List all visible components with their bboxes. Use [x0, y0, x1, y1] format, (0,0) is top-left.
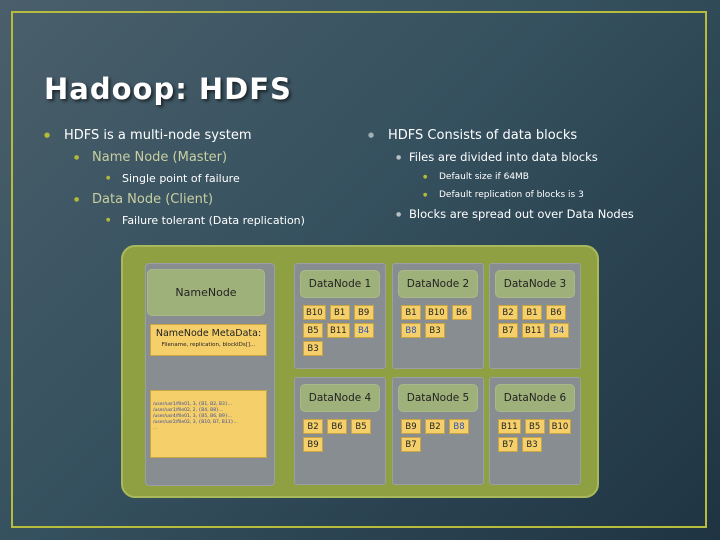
slide-title: Hadoop: HDFS — [44, 72, 292, 106]
file-entry: /user/usr2/file02, 3, {B10, B7, B11}... — [153, 420, 238, 425]
data-block-b7: B7 — [401, 437, 421, 452]
file-entry-more: ... — [153, 426, 158, 431]
data-block-b9: B9 — [401, 419, 421, 434]
data-block-b10: B10 — [548, 419, 572, 434]
slide-frame — [11, 11, 707, 528]
file-entry: /user/usr1/file01, 3, {B1, B2, B3}... — [153, 402, 233, 407]
bullet-item: HDFS is a multi-node system — [44, 124, 354, 147]
data-block-b3: B3 — [522, 437, 542, 452]
datanode-label: DataNode 1 — [300, 270, 380, 298]
data-block-b3: B3 — [303, 341, 323, 356]
data-block-b10: B10 — [303, 305, 326, 320]
data-block-b6: B6 — [451, 305, 472, 320]
data-block-b4: B4 — [353, 323, 374, 338]
data-block-b7: B7 — [498, 323, 518, 338]
metadata-files-box: /user/usr1/file01, 3, {B1, B2, B3}... /u… — [150, 390, 267, 458]
data-block-b1: B1 — [522, 305, 542, 320]
datanode-label: DataNode 2 — [398, 270, 478, 298]
data-block-b10: B10 — [425, 305, 448, 320]
bullet-item: Default replication of blocks is 3 — [368, 186, 688, 204]
bullet-item: Blocks are spread out over Data Nodes — [368, 204, 688, 225]
metadata-subtitle: Filename, replication, blockIDs[]... — [161, 342, 256, 348]
datanode-label: DataNode 5 — [398, 384, 478, 412]
bullet-item: Name Node (Master) — [44, 147, 354, 168]
data-block-b9: B9 — [303, 437, 323, 452]
bullet-item: Files are divided into data blocks — [368, 147, 688, 168]
file-entry: /user/usr4/file01, 3, {B5, B6, B9}... — [153, 414, 233, 419]
data-block-b1: B1 — [401, 305, 421, 320]
file-entry: /user/usr1/file02, 2, {B4, B8}... — [153, 408, 224, 413]
bullet-item: Single point of failure — [44, 168, 354, 189]
bullet-item: Default size if 64MB — [368, 168, 688, 186]
data-block-b8: B8 — [401, 323, 421, 338]
left-bullet-list: HDFS is a multi-node system Name Node (M… — [44, 124, 354, 231]
datanode-label: DataNode 4 — [300, 384, 380, 412]
data-block-b3: B3 — [425, 323, 445, 338]
namenode-box: NameNode — [147, 269, 265, 316]
metadata-box: NameNode MetaData: Filename, replication… — [150, 324, 267, 356]
bullet-item: Data Node (Client) — [44, 189, 354, 210]
data-block-b5: B5 — [524, 419, 545, 434]
data-block-b11: B11 — [327, 323, 350, 338]
right-bullet-list: HDFS Consists of data blocks Files are d… — [368, 124, 688, 225]
data-block-b4: B4 — [548, 323, 569, 338]
data-block-b5: B5 — [303, 323, 323, 338]
datanode-label: DataNode 6 — [495, 384, 575, 412]
bullet-item: HDFS Consists of data blocks — [368, 124, 688, 147]
data-block-b9: B9 — [353, 305, 374, 320]
data-block-b1: B1 — [329, 305, 350, 320]
data-block-b7: B7 — [498, 437, 518, 452]
data-block-b6: B6 — [546, 305, 566, 320]
datanode-label: DataNode 3 — [495, 270, 575, 298]
data-block-b11: B11 — [498, 419, 521, 434]
data-block-b6: B6 — [327, 419, 347, 434]
data-block-b5: B5 — [351, 419, 371, 434]
data-block-b11: B11 — [522, 323, 545, 338]
bullet-item: Failure tolerant (Data replication) — [44, 210, 354, 231]
data-block-b2: B2 — [303, 419, 323, 434]
data-block-b2: B2 — [425, 419, 445, 434]
data-block-b2: B2 — [498, 305, 518, 320]
metadata-title: NameNode MetaData: — [155, 328, 262, 339]
data-block-b8: B8 — [449, 419, 469, 434]
